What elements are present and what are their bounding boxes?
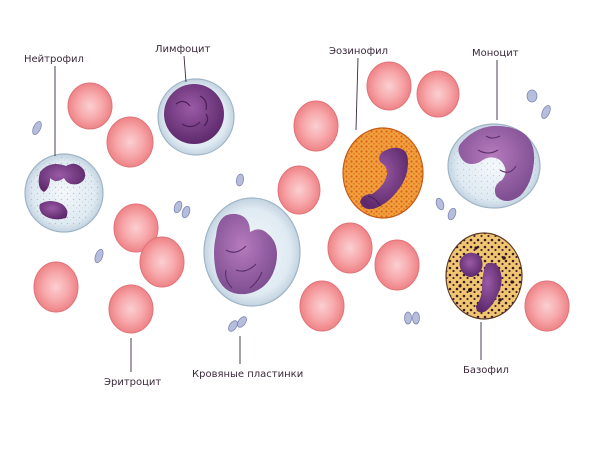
- label-neutrophil: Нейтрофил: [24, 54, 84, 65]
- erythrocyte: [33, 261, 79, 313]
- erythrocyte: [366, 61, 412, 111]
- erythrocyte: [416, 70, 460, 118]
- erythrocyte: [299, 280, 345, 332]
- lymphocyte-cell: [157, 78, 235, 156]
- eosinophil-cell: [342, 127, 424, 219]
- neutrophil-cell: [24, 153, 104, 233]
- erythrocyte: [139, 236, 185, 288]
- label-eosinophil: Эозинофил: [329, 46, 388, 57]
- erythrocyte: [374, 239, 420, 291]
- erythrocyte: [67, 82, 113, 130]
- erythrocyte: [277, 165, 321, 215]
- erythrocyte: [293, 100, 339, 152]
- label-basophil: Базофил: [463, 365, 509, 376]
- erythrocyte: [524, 280, 570, 332]
- erythrocyte: [113, 203, 159, 253]
- erythrocytes: [33, 61, 570, 334]
- basophil-cell: [445, 232, 523, 320]
- central-leukocyte-cell: [203, 197, 301, 307]
- platelets: [32, 89, 551, 332]
- label-platelets: Кровяные пластинки: [192, 369, 303, 380]
- label-erythrocyte: Эритроцит: [104, 377, 161, 388]
- leader-lines: [54, 55, 498, 372]
- erythrocyte: [108, 284, 154, 334]
- label-lymphocyte: Лимфоцит: [155, 44, 211, 55]
- erythrocyte: [106, 116, 154, 168]
- monocyte-cell: [447, 123, 541, 209]
- label-monocyte: Моноцит: [472, 48, 519, 59]
- erythrocyte: [327, 222, 373, 274]
